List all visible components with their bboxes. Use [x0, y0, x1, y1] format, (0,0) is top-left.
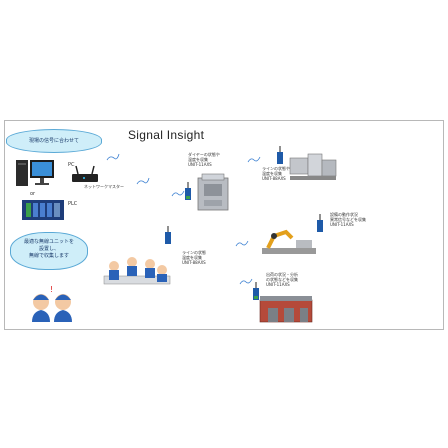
unit-3-label: 設備の動作状況 異常信号などを収集 UNIT-11AXS: [330, 212, 366, 227]
unit-2-line-2: 温度を収集: [262, 171, 282, 176]
unit-1-line-1: ダイヤーの状態や: [188, 152, 220, 157]
pc-label: PC: [68, 162, 75, 168]
router-label: ネットワークマスター: [84, 184, 124, 189]
speech-bubble-top: 現場の信号に合わせて: [6, 129, 102, 153]
unit-4-line-3: UNIT-88AXS: [182, 260, 206, 265]
bubble-bottom-line-1: 最適な無線ユニットを: [23, 239, 74, 245]
sensor-unit-icon-4: [165, 226, 171, 244]
unit-5-label: 出荷の状況・分析 の状態などを収集 UNIT-11AXS: [266, 272, 298, 287]
signal-icon-router: [106, 153, 120, 161]
signal-icon-3: [235, 240, 249, 247]
signal-icon-4: [239, 278, 253, 285]
unit-1-label: ダイヤーの状態や 温度を収集 UNIT-11AXS: [188, 152, 220, 167]
or-label: or: [30, 191, 36, 197]
unit-5-line-2: の状態などを収集: [266, 277, 298, 282]
sensor-unit-icon-2: [277, 146, 283, 164]
workers-icon: !: [32, 285, 72, 322]
unit-1-line-2: 温度を収集: [188, 157, 208, 162]
unit-1-line-3: UNIT-11AXS: [188, 162, 212, 167]
plc-label: PLC: [68, 201, 78, 207]
unit-3-line-2: 異常信号などを収集: [330, 217, 366, 222]
unit-5-line-1: 出荷の状況・分析: [266, 272, 298, 277]
bubble-top-text: 現場の信号に合わせて: [28, 138, 79, 144]
diagram-frame: [4, 120, 444, 330]
sensor-unit-icon-3: [317, 214, 323, 232]
unit-2-line-1: ラインの状態や: [262, 166, 290, 171]
sensor-unit-icon-5: [253, 282, 259, 300]
unit-2-line-3: UNIT-88AXS: [262, 176, 286, 181]
production-line-icon: [289, 153, 337, 180]
dryer-machine-icon: [197, 173, 229, 211]
unit-2-label: ラインの状態や 温度を収集 UNIT-88AXS: [262, 166, 290, 181]
bubble-bottom-line-3: 無線で収集します: [28, 253, 69, 259]
factory-workers-icon: [103, 257, 171, 285]
pc-icon: [16, 160, 54, 186]
signal-icon-1: [171, 190, 185, 197]
sensor-unit-icon-1: [185, 182, 191, 200]
unit-4-label: ラインの状態 温度を収集 UNIT-88AXS: [182, 250, 206, 265]
robot-arm-icon: [262, 229, 316, 254]
signal-icon-2: [247, 156, 261, 163]
unit-4-line-1: ラインの状態: [182, 250, 206, 255]
diagram-title: Signal Insight: [128, 128, 205, 142]
unit-3-line-1: 設備の動作状況: [330, 212, 358, 217]
signal-icon-router-2: [136, 177, 150, 185]
unit-5-line-3: UNIT-11AXS: [266, 282, 290, 287]
router-icon: [72, 165, 98, 182]
unit-4-line-2: 温度を収集: [182, 255, 202, 260]
svg-text:!: !: [50, 285, 53, 294]
plc-icon: [22, 200, 64, 220]
unit-3-line-3: UNIT-11AXS: [330, 222, 354, 227]
speech-bubble-bottom: 最適な無線ユニットを 設置し、 無線で収集します: [10, 232, 88, 270]
warehouse-icon: [259, 296, 313, 323]
bubble-bottom-line-2: 設置し、: [38, 246, 59, 252]
